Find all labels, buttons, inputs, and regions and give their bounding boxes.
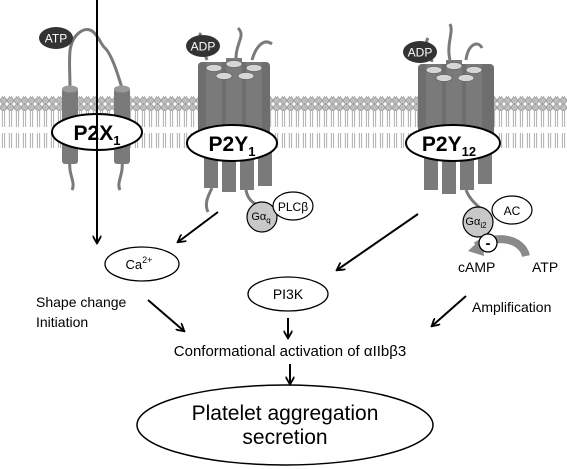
p2y12-ac-oval: [491, 195, 533, 225]
p2y1-helix-c: [246, 62, 262, 142]
p2y12-inhibition-sign-circle: [478, 233, 498, 253]
shape-change-to-activation-arrow: [147, 299, 184, 331]
pi3k-node-oval: [247, 276, 329, 312]
p2y1-helix-top-a: [205, 64, 223, 72]
calcium-node-label: Ca2+: [126, 255, 153, 272]
p2y12-lower-helix-4: [478, 150, 492, 184]
p2y1-loop-3: [250, 40, 273, 61]
p2y12-helix-top-c: [465, 66, 483, 74]
p2y1-helix-top-d: [215, 72, 233, 80]
amplification-to-activation-arrow: [432, 295, 467, 326]
p2y1-helix-top-c: [245, 64, 263, 72]
p2y12-camp-label: cAMP: [458, 259, 495, 275]
pi3k-node-label: PI3K: [273, 286, 304, 302]
p2y12-helix-a: [426, 64, 442, 144]
p2y12-g-protein: [462, 206, 494, 238]
p2y1-lower-helix-4: [258, 150, 272, 186]
p2y12-loop-3: [464, 42, 484, 61]
p2y1-name-oval: [186, 124, 278, 162]
p2x1-helix-right-top: [114, 85, 130, 93]
p2y1-to-calcium-arrow: [178, 211, 219, 242]
p2y12-g-protein-label: Gαi2: [465, 216, 487, 230]
p2y1-ligand-label: ADP: [191, 40, 216, 54]
p2y1-g-protein: [246, 201, 278, 233]
p2y1-helix-a: [206, 62, 222, 142]
p2y12-name-oval: [405, 124, 501, 162]
p2y1-loop-4: [204, 187, 214, 213]
p2y1-g-protein-label: Gαq: [251, 211, 270, 225]
p2x1-name-label: P2X1: [74, 122, 121, 148]
p2y12-atp-label: ATP: [532, 259, 558, 275]
p2y1-plc-oval: [272, 191, 314, 221]
p2y12-to-pi3k-arrow: [337, 213, 419, 270]
p2y12-helix-c: [466, 64, 482, 144]
amplification-label: Amplification: [472, 299, 551, 315]
p2x1-tail-right: [117, 159, 124, 191]
p2x1-tail-left: [68, 159, 75, 191]
p2y1-ligand-bubble: [186, 35, 220, 57]
p2y1-helix-top-e: [237, 72, 255, 80]
p2y12-helix-top-b: [445, 62, 463, 70]
p2y12-ligand-bubble: [403, 41, 437, 63]
p2y12-receptor: ADP P2Y12 Gαi2 AC - cAMP ATP: [403, 23, 558, 275]
p2x1-helix-left-top: [62, 85, 78, 93]
p2y12-helix-top-e: [457, 74, 475, 82]
activation-label: Conformational activation of αIIbβ3: [174, 343, 406, 360]
p2x1-loop: [67, 28, 124, 89]
p2y1-helix-b: [226, 58, 242, 142]
p2y1-name-label: P2Y1: [209, 133, 256, 159]
calcium-node-oval: [104, 246, 180, 282]
p2y1-helix-top-b: [225, 60, 243, 68]
p2y1-plc-label: PLCβ: [278, 200, 308, 214]
p2y12-inhibition-sign: -: [486, 235, 491, 252]
p2y12-helix-top-a: [425, 66, 443, 74]
outcome-oval: [136, 384, 434, 466]
p2y12-helix-b: [446, 60, 462, 144]
p2y12-name-label: P2Y12: [422, 133, 476, 159]
p2y12-helix-top-d: [435, 74, 453, 82]
p2y12-ac-label: AC: [504, 204, 521, 218]
p2x1-ligand-bubble: [39, 27, 73, 49]
p2y12-c-tail: [464, 189, 482, 210]
p2y12-loop-2: [447, 23, 453, 61]
p2y1-loop-2: [234, 26, 243, 59]
p2y12-ligand-label: ADP: [408, 46, 433, 60]
p2x1-ligand-label: ATP: [45, 32, 67, 46]
p2y1-receptor: ADP P2Y1 Gαq PLCβ: [186, 26, 314, 233]
